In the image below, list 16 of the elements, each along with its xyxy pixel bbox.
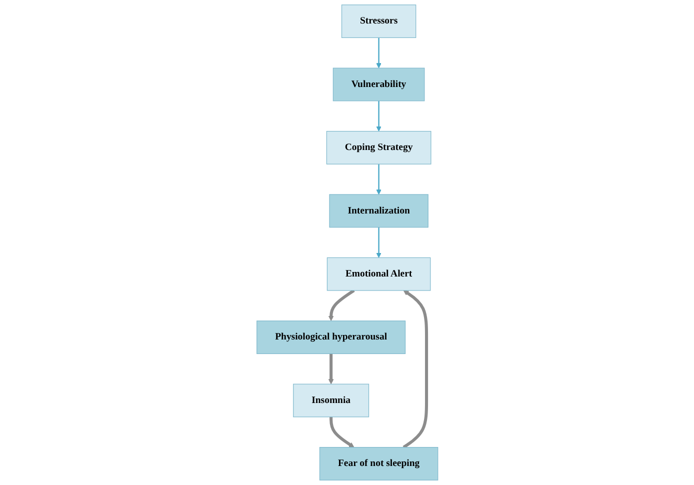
arrow <box>376 38 382 68</box>
arrow <box>376 100 382 132</box>
node-box: Coping Strategy <box>326 130 431 164</box>
node-box: Insomnia <box>292 384 369 418</box>
arrow <box>329 416 354 448</box>
node-box: Fear of not sleeping <box>319 447 438 480</box>
arrow <box>328 289 354 322</box>
node-box: Stressors <box>341 4 416 38</box>
node-box: Emotional Alert <box>326 257 430 291</box>
node-box: Physiological hyperarousal <box>256 320 406 354</box>
node-box: Internalization <box>328 194 428 228</box>
arrow <box>376 164 382 195</box>
arrow <box>376 227 382 258</box>
arrow <box>402 290 428 449</box>
node-box: Vulnerability <box>332 68 424 102</box>
arrow <box>328 354 334 384</box>
